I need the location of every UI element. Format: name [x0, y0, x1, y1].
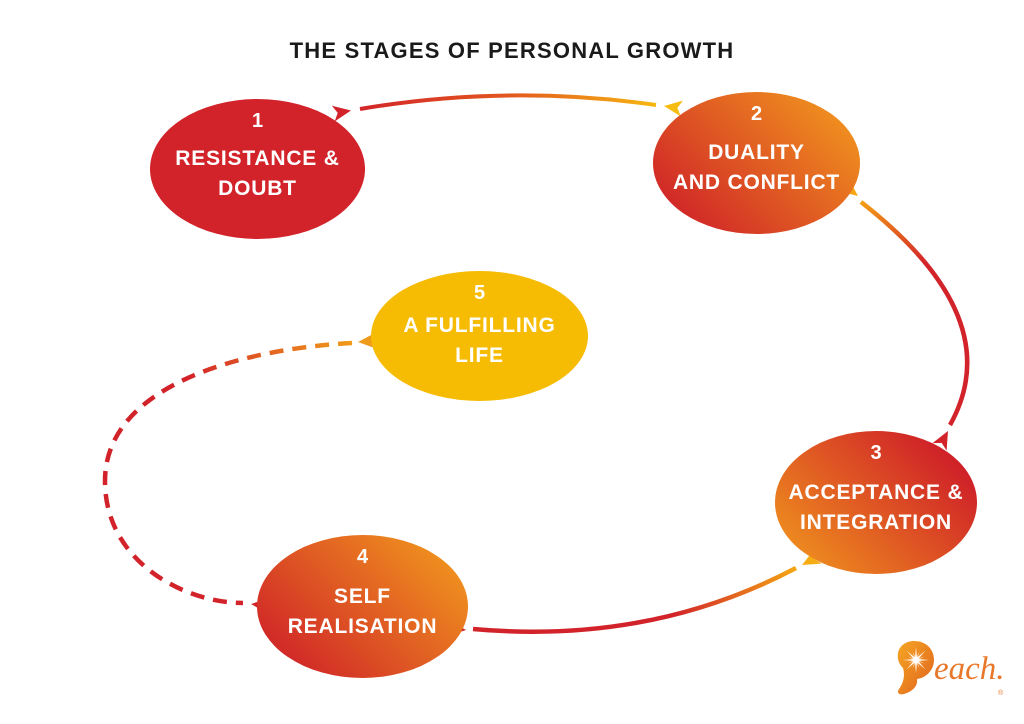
stage-1-label: RESISTANCE & DOUBT	[175, 147, 340, 200]
stage-1-ellipse: 1 RESISTANCE & DOUBT	[150, 99, 365, 239]
stage-2-number: 2	[750, 103, 763, 125]
registered-trademark-symbol: ®	[998, 689, 1004, 697]
arrow-2-3	[838, 178, 970, 451]
stage-5-label: A FULFILLING LIFE	[403, 314, 556, 367]
stage-2-ellipse: 2 DUALITY AND CONFLICT	[653, 92, 860, 234]
reach-logo-text: each.	[934, 651, 1005, 687]
stage-5-number: 5	[473, 282, 486, 304]
arrow-4-5-dashed	[102, 332, 377, 614]
starburst-icon	[903, 647, 929, 673]
page-title: THE STAGES OF PERSONAL GROWTH	[289, 38, 735, 63]
reach-logo: each. ®	[897, 641, 1005, 697]
stage-1-number: 1	[251, 110, 264, 132]
arrow-3-4	[447, 549, 822, 638]
stage-3-label: ACCEPTANCE & INTEGRATION	[788, 480, 964, 534]
reach-logo-r-mark	[897, 641, 934, 695]
stage-2-label: DUALITY AND CONFLICT	[672, 141, 841, 194]
stage-4-label: SELF REALISATION	[287, 584, 438, 638]
arrow-1-2	[331, 93, 683, 122]
stage-3-ellipse: 3 ACCEPTANCE & INTEGRATION	[775, 431, 977, 574]
stage-4-number: 4	[356, 546, 369, 568]
stage-3-number: 3	[870, 442, 882, 464]
stage-4-ellipse: 4 SELF REALISATION	[257, 535, 468, 678]
stage-5-ellipse: 5 A FULFILLING LIFE	[371, 271, 588, 401]
